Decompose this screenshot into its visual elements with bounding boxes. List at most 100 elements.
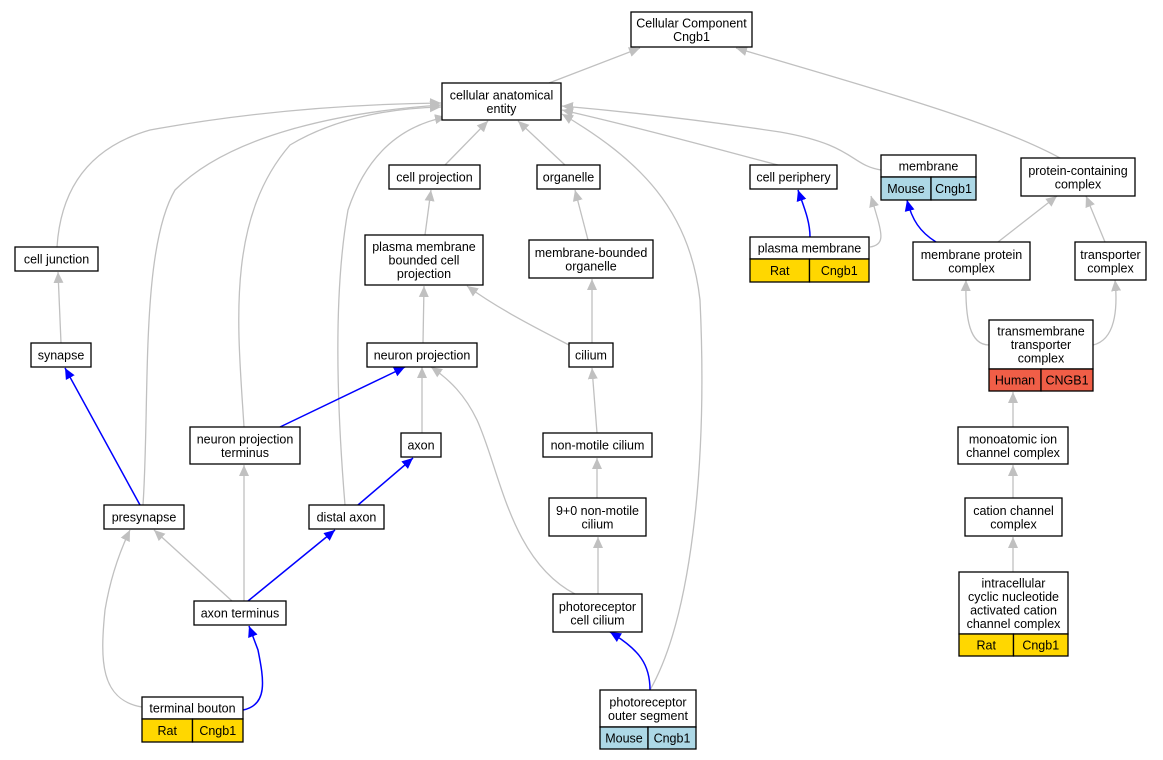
- node-box: [542, 432, 653, 458]
- badge-gene-cell: [808, 258, 870, 283]
- node-presyn[interactable]: presynapse: [103, 504, 185, 530]
- edge-tmtc-to-mpc: [960, 279, 990, 346]
- edge-npt-to-cae: [238, 102, 442, 428]
- node-label-line: channel complex: [966, 446, 1061, 460]
- node-celljunc[interactable]: cell junction: [14, 246, 99, 272]
- edge-mbo-to-organelle: [572, 189, 589, 241]
- node-label-line: 9+0 non-motile: [556, 504, 639, 518]
- node-axonterm[interactable]: axon terminus: [193, 600, 287, 626]
- badge-gene-cell: [1012, 633, 1069, 657]
- node-box: [308, 504, 385, 530]
- badge-gene-cell: [647, 726, 697, 750]
- edge-npt-to-neuronproj: [279, 366, 406, 428]
- badge-species: Mouse: [605, 732, 643, 746]
- badge-species: Mouse: [887, 182, 925, 196]
- node-cellperiph[interactable]: cell periphery: [749, 164, 838, 190]
- node-label-line: Cngb1: [673, 30, 710, 44]
- node-box: [958, 571, 1069, 635]
- node-label-line: cyclic nucleotide: [968, 590, 1059, 604]
- badge-gene: Cngb1: [199, 724, 236, 738]
- edges-layer: [53, 46, 1122, 711]
- badge-gene: Cngb1: [654, 732, 691, 746]
- edge-presyn-to-cae: [142, 100, 442, 506]
- node-cellproj[interactable]: cell projection: [388, 164, 481, 190]
- edge-cilium-to-pmbcp: [466, 285, 570, 346]
- edge-pmbcp-to-cellproj: [424, 189, 435, 236]
- badge-gene-cell: [191, 718, 244, 743]
- node-nmc[interactable]: non-motile cilium: [542, 432, 653, 458]
- node-label-line: axon terminus: [201, 607, 280, 621]
- node-cilium[interactable]: cilium: [568, 342, 614, 368]
- node-label-line: membrane protein: [921, 248, 1022, 262]
- badge-gene: CNGB1: [1045, 374, 1088, 388]
- edge-pros-to-cae: [561, 113, 703, 691]
- node-label-line: photoreceptor: [559, 600, 636, 614]
- node-label-line: transporter: [1080, 248, 1140, 262]
- node-axon[interactable]: axon: [400, 432, 442, 458]
- node-box: [912, 241, 1031, 281]
- node-organelle[interactable]: organelle: [536, 164, 601, 190]
- node-box: [599, 689, 697, 728]
- node-synapse[interactable]: synapse: [30, 342, 92, 368]
- node-label-line: entity: [487, 102, 518, 116]
- node-box: [1020, 157, 1136, 197]
- edge-cae-to-root: [548, 47, 641, 84]
- node-label-line: organelle: [543, 171, 594, 185]
- edge-distalaxon-to-axon: [357, 457, 414, 506]
- node-label-line: bounded cell: [389, 254, 460, 268]
- node-label-line: plasma membrane: [372, 240, 476, 254]
- edge-cellproj-to-cae: [444, 120, 489, 166]
- node-box: [964, 497, 1063, 537]
- node-box: [441, 82, 562, 121]
- species-badge: Mouse Cngb1: [599, 726, 697, 750]
- node-label-line: photoreceptor: [609, 695, 686, 709]
- node-distalaxon[interactable]: distal axon: [308, 504, 385, 530]
- node-label-line: presynapse: [112, 511, 177, 525]
- node-label-line: membrane-bounded: [535, 246, 648, 260]
- badge-species: Rat: [158, 724, 178, 738]
- edge-neuronproj-to-pmbcp: [418, 285, 429, 344]
- node-box: [366, 342, 478, 368]
- badge-gene: Cngb1: [935, 182, 972, 196]
- node-label-line: distal axon: [317, 511, 377, 525]
- edge-pros-to-prcc: [609, 631, 651, 691]
- node-label-line: cell projection: [396, 171, 472, 185]
- node-box: [548, 497, 647, 537]
- edge-celljunc-to-cae: [56, 98, 442, 248]
- node-label-line: complex: [1018, 352, 1065, 366]
- node-box: [14, 246, 99, 272]
- node-label-line: activated cation: [970, 603, 1057, 617]
- node-box: [552, 593, 643, 633]
- node-label-line: complex: [1055, 177, 1102, 191]
- node-neuronproj[interactable]: neuron projection: [366, 342, 478, 368]
- node-label-line: neuron projection: [374, 349, 471, 363]
- node-box: [388, 164, 481, 190]
- node-label-line: cell periphery: [756, 171, 831, 185]
- edge-organelle-to-cae: [517, 120, 566, 166]
- edge-axonterm-to-presyn: [153, 529, 233, 602]
- node-label-line: complex: [990, 517, 1037, 531]
- node-label-line: non-motile cilium: [551, 439, 645, 453]
